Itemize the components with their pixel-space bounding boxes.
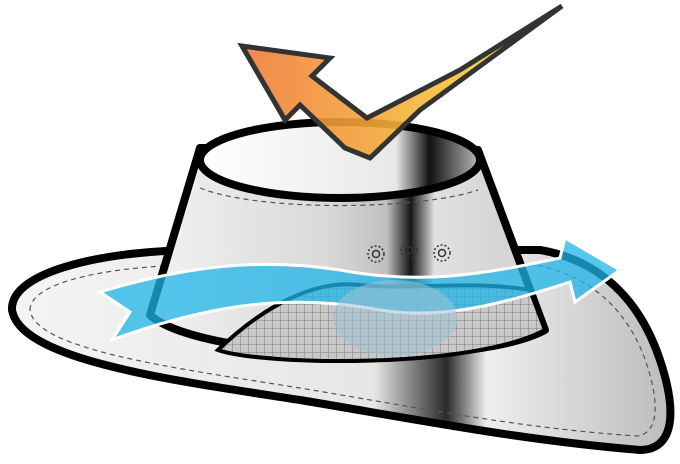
airflow-highlight (333, 280, 457, 356)
airflow-out-arrow-icon (237, 3, 564, 161)
vent-eyelet-icon (367, 241, 451, 263)
crown-band-stitching (199, 187, 479, 207)
